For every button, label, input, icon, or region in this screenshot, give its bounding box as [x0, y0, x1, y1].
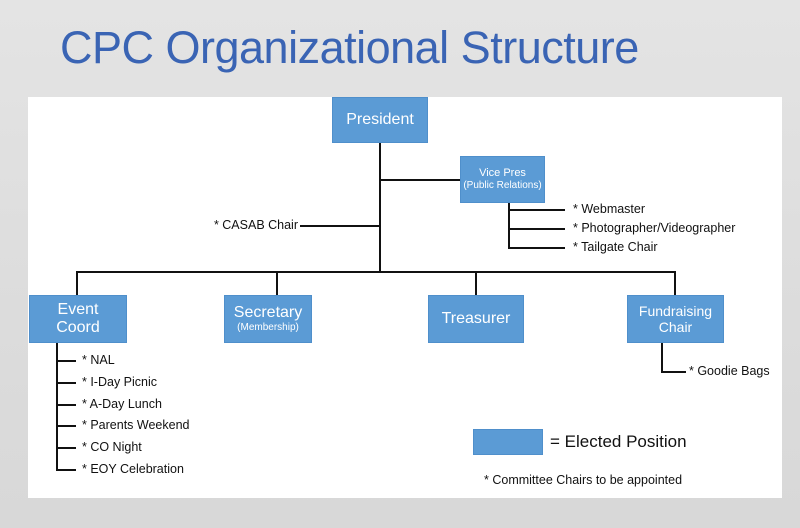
legend-swatch — [473, 429, 543, 455]
president-box: President — [332, 97, 428, 143]
event-committee-item: * CO Night — [82, 440, 142, 454]
fundraising-label-1: Fundraising — [638, 302, 713, 319]
vice-pres-sublabel: (Public Relations) — [463, 180, 542, 192]
fundraising-committee-item: * Goodie Bags — [689, 364, 770, 378]
event-coord-label-1: Event — [57, 300, 99, 318]
fundraising-sub-line — [661, 343, 686, 373]
vice-pres-box: Vice Pres (Public Relations) — [460, 156, 545, 203]
casab-chair-label: * CASAB Chair — [213, 218, 298, 232]
event-coord-label-2: Coord — [56, 319, 100, 336]
event-committee-item: * Parents Weekend — [82, 418, 190, 432]
secretary-label: Secretary — [233, 304, 303, 322]
vp-committee-item: * Photographer/Videographer — [573, 221, 736, 235]
secretary-box: Secretary (Membership) — [224, 295, 312, 343]
vice-pres-label: Vice Pres — [479, 167, 526, 180]
event-committee-item: * A-Day Lunch — [82, 397, 162, 411]
vp-committee-item: * Webmaster — [573, 202, 646, 216]
event-committee-item: * I-Day Picnic — [82, 375, 158, 389]
fundraising-chair-box: Fundraising Chair — [627, 295, 724, 343]
event-coord-box: Event Coord — [29, 295, 127, 343]
page-title: CPC Organizational Structure — [60, 22, 639, 73]
legend-label: = Elected Position — [550, 432, 687, 451]
event-committee-item: * NAL — [82, 353, 115, 367]
secretary-sublabel: (Membership) — [237, 322, 299, 334]
event-committee-item: * EOY Celebration — [82, 462, 184, 476]
treasurer-box: Treasurer — [428, 295, 524, 343]
legend-footnote: * Committee Chairs to be appointed — [484, 473, 683, 487]
fundraising-label-2: Chair — [658, 319, 693, 335]
treasurer-label: Treasurer — [441, 309, 511, 327]
vp-committee-item: * Tailgate Chair — [573, 240, 658, 254]
president-label: President — [346, 110, 414, 128]
